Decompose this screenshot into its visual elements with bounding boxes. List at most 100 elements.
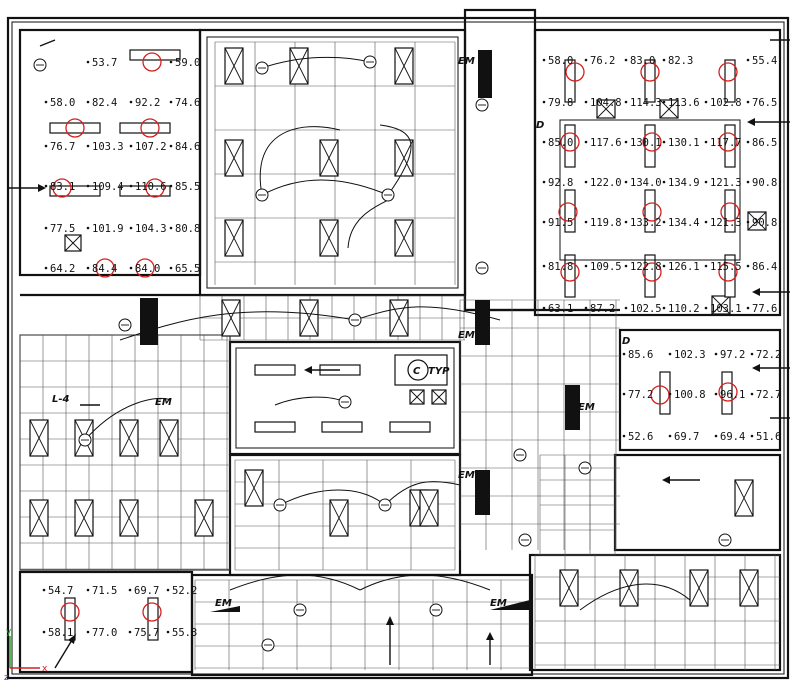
illuminance-value: 122.0: [590, 177, 622, 189]
illuminance-value: 92.2: [135, 97, 160, 109]
illuminance-value: 86.4: [752, 261, 777, 273]
illuminance-value: 102.8: [710, 97, 742, 109]
illuminance-value: 83.1: [50, 181, 75, 193]
illuminance-value: 72.7: [756, 389, 781, 401]
illuminance-value: 134.0: [630, 177, 662, 189]
illuminance-value: 109.5: [590, 261, 622, 273]
illuminance-value: 84.6: [175, 141, 200, 153]
typ-label: TYP: [428, 366, 450, 377]
illuminance-value: 69.4: [720, 431, 745, 443]
illuminance-value: 87.2: [590, 303, 615, 315]
illuminance-value: 97.2: [720, 349, 745, 361]
photometry-markers: [52, 52, 740, 622]
outer-wall: [6, 16, 790, 680]
illuminance-value: 79.8: [548, 97, 573, 109]
illuminance-value: 55.4: [752, 55, 777, 67]
illuminance-value: 58.0: [50, 97, 75, 109]
illuminance-value: 59.0: [175, 57, 200, 69]
illuminance-value: 76.2: [590, 55, 615, 67]
illuminance-value: 102.5: [630, 303, 662, 315]
illuminance-value: 77.2: [628, 389, 653, 401]
illuminance-value: 58.0: [548, 55, 573, 67]
illuminance-value: 80.8: [175, 223, 200, 235]
illuminance-value: 86.5: [752, 137, 777, 149]
illuminance-value: 77.5: [50, 223, 75, 235]
illuminance-value: 100.8: [674, 389, 706, 401]
d-label-2: D: [622, 336, 630, 347]
illuminance-value: 90.8: [752, 217, 777, 229]
illuminance-value: 82.4: [92, 97, 117, 109]
em-label-4: EM: [458, 470, 475, 481]
illuminance-value: 101.9: [92, 223, 124, 235]
illuminance-value: 69.7: [674, 431, 699, 443]
em-label-3: EM: [578, 402, 595, 413]
illuminance-value: 104.8: [590, 97, 622, 109]
axis-x-label: x: [42, 664, 48, 674]
illuminance-value: 117.7: [710, 137, 742, 149]
illuminance-value: 64.2: [50, 263, 75, 275]
illuminance-value: 83.0: [630, 55, 655, 67]
em-label-1: EM: [458, 56, 475, 67]
em-label-5: EM: [155, 397, 172, 408]
l4-label: L-4: [52, 394, 70, 405]
illuminance-value: 75.7: [134, 627, 159, 639]
illuminance-value: 134.4: [668, 217, 700, 229]
illuminance-value: 90.8: [752, 177, 777, 189]
occupancy-sensors: [33, 55, 732, 652]
illuminance-value: 126.1: [668, 261, 700, 273]
illuminance-value: 55.3: [172, 627, 197, 639]
illuminance-value: 117.6: [590, 137, 622, 149]
illuminance-value: 85.0: [548, 137, 573, 149]
d-label-1: D: [536, 120, 544, 131]
illuminance-value: 104.3: [135, 223, 167, 235]
illuminance-value: 52.2: [172, 585, 197, 597]
c-letter: C: [413, 366, 421, 377]
axis-triad: y x z: [4, 627, 48, 683]
illuminance-value: 84.0: [135, 263, 160, 275]
emergency-fixtures: EM EM EM EM EM EM EM: [140, 50, 595, 612]
illuminance-value: 130.1: [630, 137, 662, 149]
illuminance-value: 113.6: [668, 97, 700, 109]
illuminance-value: 81.8: [548, 261, 573, 273]
illuminance-value: 74.6: [175, 97, 200, 109]
illuminance-value: 107.2: [135, 141, 167, 153]
illuminance-value: 130.1: [668, 137, 700, 149]
illuminance-value: 77.6: [752, 303, 777, 315]
illuminance-value: 85.5: [175, 181, 200, 193]
illuminance-value: 71.5: [92, 585, 117, 597]
illuminance-value: 110.6: [135, 181, 167, 193]
illuminance-value: 103.3: [92, 141, 124, 153]
em-label-2: EM: [458, 330, 475, 341]
illuminance-value: 58.1: [48, 627, 73, 639]
illuminance-value: 122.8: [630, 261, 662, 273]
c-symbol: [407, 359, 429, 381]
illuminance-value: 69.7: [134, 585, 159, 597]
illuminance-value: 109.4: [92, 181, 124, 193]
illuminance-value: 134.9: [668, 177, 700, 189]
light-fixtures: [29, 47, 767, 641]
illuminance-value: 119.8: [590, 217, 622, 229]
illuminance-value: 91.5: [548, 217, 573, 229]
illuminance-value: 84.4: [92, 263, 117, 275]
illuminance-value: 54.7: [48, 585, 73, 597]
illuminance-value: 121.3: [710, 177, 742, 189]
illuminance-value: 114.3: [630, 97, 662, 109]
illuminance-value: 76.5: [752, 97, 777, 109]
axis-z-label: z: [4, 673, 9, 683]
em-label-7: EM: [490, 598, 507, 609]
illuminance-value: 53.7: [92, 57, 117, 69]
illuminance-value: 63.1: [548, 303, 573, 315]
illuminance-value: 72.2: [756, 349, 781, 361]
axis-y-label: y: [6, 627, 12, 637]
illuminance-value: 85.6: [628, 349, 653, 361]
pointer-arrows: [8, 39, 790, 669]
illuminance-value: 51.6: [756, 431, 781, 443]
illuminance-value: 65.5: [175, 263, 200, 275]
illuminance-value: 103.1: [710, 303, 742, 315]
illuminance-values: 53.7 59.0 58.0 82.4 92.2 74.6 76.7 103.3 107.2 84…: [42, 55, 781, 639]
illuminance-value: 52.6: [628, 431, 653, 443]
illuminance-value: 76.7: [50, 141, 75, 153]
illuminance-value: 77.0: [92, 627, 117, 639]
illuminance-value: 121.3: [710, 217, 742, 229]
